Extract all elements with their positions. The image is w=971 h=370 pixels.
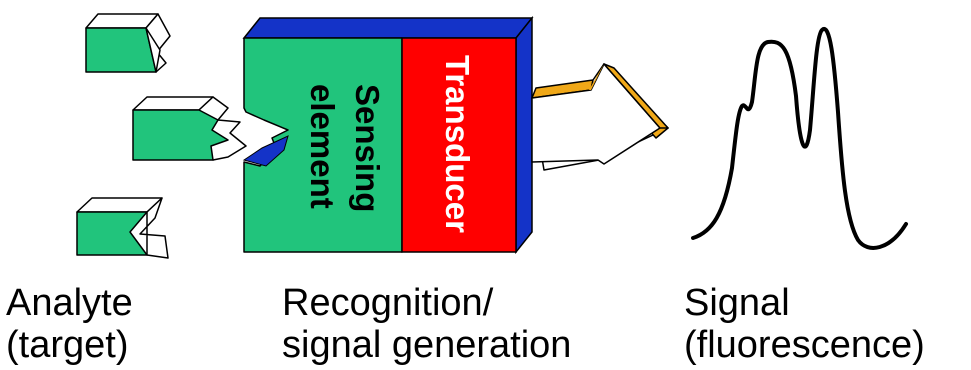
analyte-shape-middle [132,96,247,161]
recognition-caption-line2: signal generation [282,324,572,366]
signal-caption-line1: Signal [684,282,790,324]
sensing-element-label-line1: Sensing [349,84,386,212]
sensing-element-label-line2: element [304,84,341,209]
analyte-shape-bottom [76,197,169,259]
signal-caption-line2: (fluorescence) [684,324,925,366]
analyte-caption-line1: Analyte [6,282,133,324]
fluorescence-signal-curve [691,26,908,250]
recognition-caption-line1: Recognition/ [282,282,494,324]
output-arrow [531,63,669,171]
transducer-face [401,37,517,253]
analyte-shape-top [85,13,171,73]
analyte-caption-line2: (target) [6,324,129,366]
recognition-block [242,15,534,255]
transducer-label: Transducer [439,55,476,233]
